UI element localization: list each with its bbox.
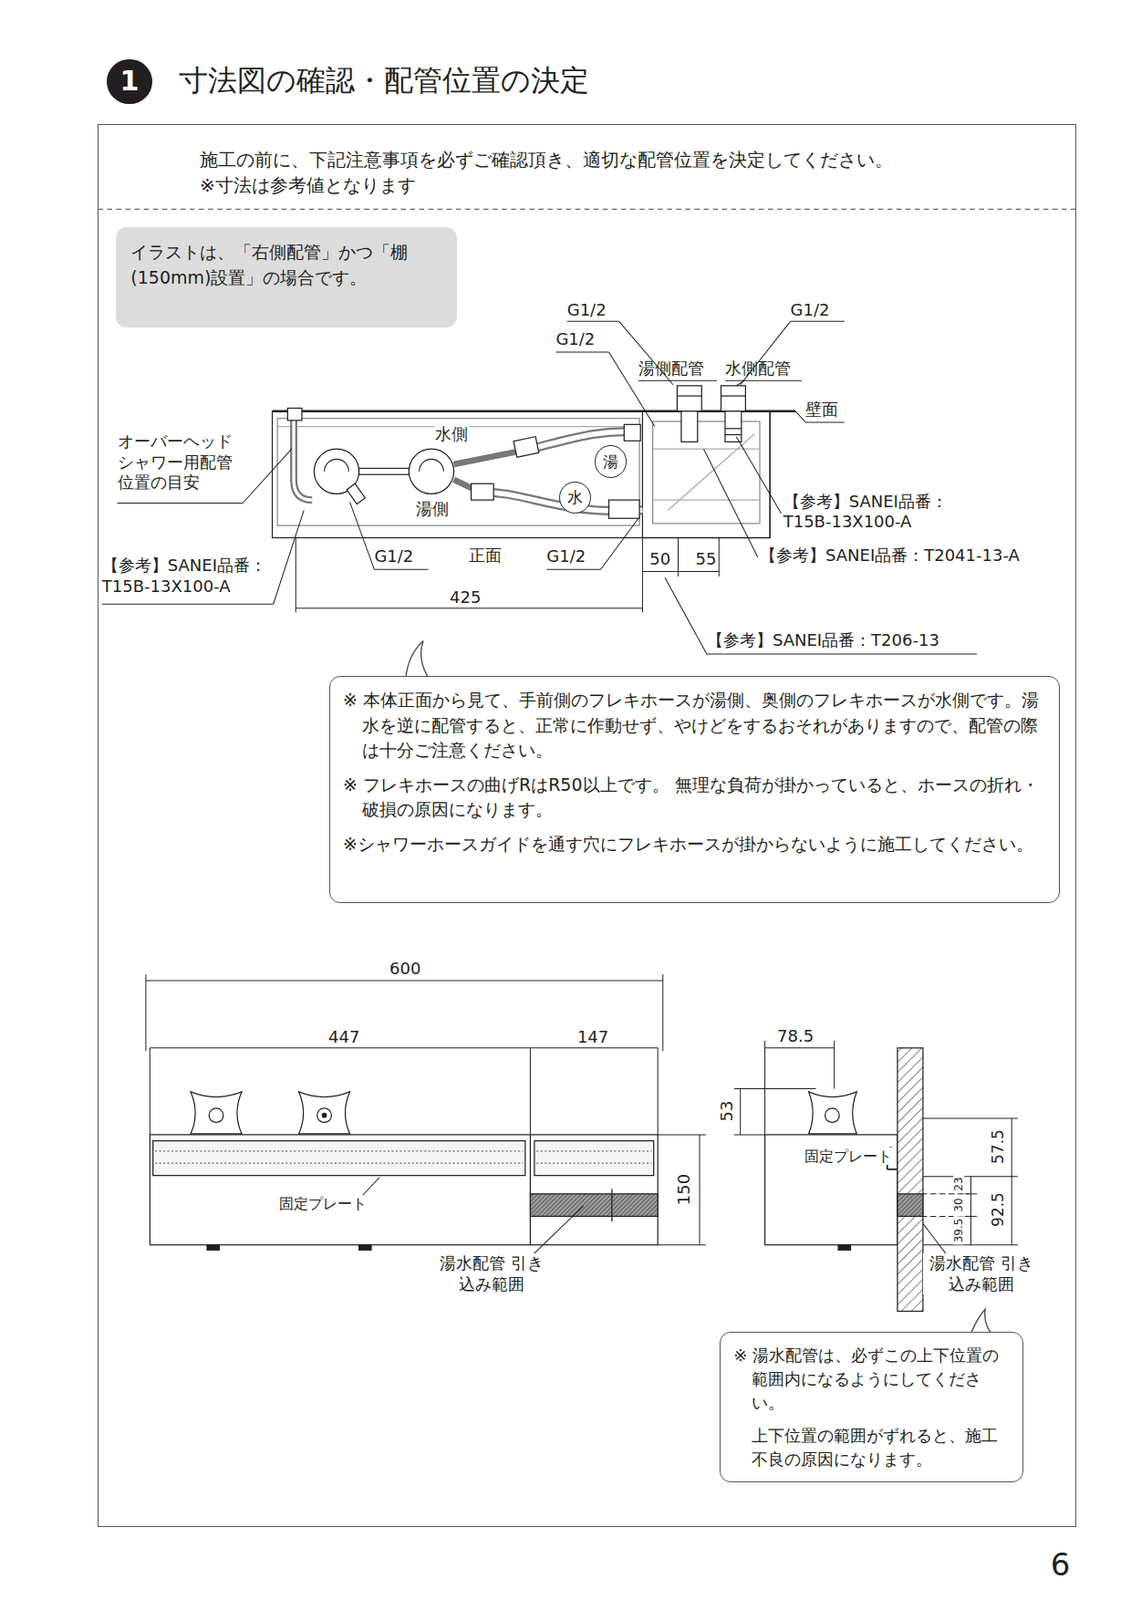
node-text: 湯 — [602, 454, 619, 470]
part-label: 湯水配管 引き込み範囲 — [923, 1253, 1040, 1295]
part-label: 水側配管 — [725, 358, 791, 379]
dimension: 425 — [449, 587, 481, 608]
thread-size: G1/2 — [567, 300, 607, 321]
dimension: 50 — [649, 549, 671, 570]
part-number: 【参考】SANEI品番：T206-13 — [706, 630, 940, 651]
dimension: 78.5 — [777, 1026, 814, 1047]
dimension: 39.5 — [953, 1215, 965, 1245]
dimension: 600 — [389, 958, 421, 979]
dimension: 57.5 — [989, 1127, 1006, 1166]
part-number: 【参考】SANEI品番： T15B-13X100-A — [102, 555, 314, 597]
cold-mark: 水 — [559, 481, 592, 515]
part-label: 固定プレート — [278, 1194, 368, 1213]
part-label: 正面 — [468, 545, 502, 566]
dimension: 447 — [328, 1027, 360, 1048]
caution-text: ※ フレキホースの曲げRはR50以上です。 無理な負荷が掛かっていると、ホースの… — [342, 772, 1047, 823]
caution-text: ※ 湯水配管は、必ずこの上下位置の範囲内になるようにしてください。 — [733, 1343, 1010, 1415]
note-text: イラストは、「右側配管」かつ「棚(150mm)設置」の場合です。 — [130, 239, 443, 291]
caution-text: ※ 本体正面から見て、手前側のフレキホースが湯側、奥側のフレキホースが水側です。… — [342, 687, 1047, 764]
intro-text: 施工の前に、下記注意事項を必ずご確認頂き、適切な配管位置を決定してください。 — [199, 148, 893, 171]
part-label: オーバーヘッド シャワー用配管 位置の目安 — [117, 431, 246, 494]
thread-size: G1/2 — [546, 546, 586, 567]
part-number: 【参考】SANEI品番： T15B-13X100-A — [783, 491, 996, 533]
part-label: 湯側配管 — [638, 358, 705, 379]
dimension: 55 — [695, 549, 717, 570]
intro-text: ※寸法は参考値となります — [199, 174, 416, 197]
caution-text: 上下位置の範囲がずれると、施工不良の原因になります。 — [733, 1423, 1010, 1472]
part-label: 湯側 — [415, 498, 450, 519]
dimension: 150 — [675, 1172, 693, 1207]
part-label: 水側 — [434, 424, 469, 445]
page-title: 寸法図の確認・配管位置の決定 — [178, 62, 590, 98]
caution-callout: ※ 本体正面から見て、手前側のフレキホースが湯側、奥側のフレキホースが水側です。… — [329, 675, 1060, 903]
dimension: 92.5 — [989, 1190, 1006, 1229]
part-label: 壁面 — [805, 399, 839, 420]
dimension: 23 — [953, 1174, 965, 1193]
dimension: 147 — [577, 1027, 609, 1048]
step-number: 1 — [106, 59, 152, 104]
page-number: 6 — [1050, 1546, 1071, 1584]
caution-callout: ※ 湯水配管は、必ずこの上下位置の範囲内になるようにしてください。上下位置の範囲… — [719, 1331, 1024, 1482]
part-label: 固定プレート — [803, 1147, 893, 1165]
dimension: 53 — [718, 1098, 736, 1123]
thread-size: G1/2 — [373, 546, 414, 567]
thread-size: G1/2 — [790, 300, 831, 321]
part-number: 【参考】SANEI品番：T2041-13-A — [759, 545, 1020, 566]
node-text: 1 — [120, 67, 140, 95]
part-label: 湯水配管 引き込み範囲 — [433, 1253, 550, 1295]
thread-size: G1/2 — [555, 329, 595, 350]
hot-mark: 湯 — [594, 445, 628, 478]
note-box: イラストは、「右側配管」かつ「棚(150mm)設置」の場合です。 — [115, 227, 457, 328]
node-text: 水 — [567, 489, 583, 506]
dimension: 30 — [953, 1195, 965, 1214]
caution-text: ※シャワーホースガイドを通す穴にフレキホースが掛からないように施工してください。 — [342, 831, 1047, 858]
